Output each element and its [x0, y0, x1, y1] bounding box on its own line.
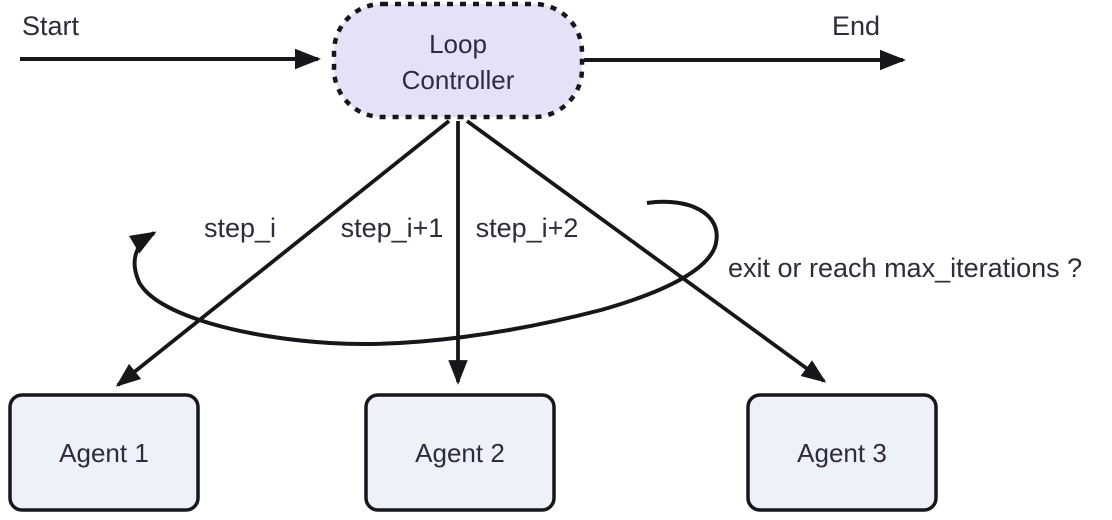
agent-2-label: Agent 2	[415, 438, 505, 468]
end-label: End	[832, 11, 880, 41]
agent-3-node: Agent 3	[746, 393, 938, 512]
agent-3-label: Agent 3	[797, 438, 887, 468]
label-step-i-plus-1: step_i+1	[341, 213, 444, 243]
agent-1-node: Agent 1	[8, 393, 200, 512]
loop-controller-shape	[331, 1, 585, 120]
start-label: Start	[22, 11, 80, 41]
agent-2-node: Agent 2	[364, 393, 556, 512]
agent-2-shape	[364, 393, 556, 512]
agent-3-shape	[746, 393, 938, 512]
loop-controller-label-line1: Loop	[429, 29, 487, 59]
loop-controller-label-line2: Controller	[402, 65, 515, 95]
loop-controller-node: Loop Controller	[331, 1, 585, 120]
label-step-i-plus-2: step_i+2	[476, 213, 579, 243]
edge-step-i-plus-2	[465, 119, 827, 383]
agent-1-shape	[8, 393, 200, 512]
edge-step-i	[115, 119, 451, 387]
label-loop-condition: exit or reach max_iterations ?	[728, 253, 1082, 283]
loop-back-arrow	[128, 199, 719, 346]
label-step-i: step_i	[204, 213, 276, 243]
agent-1-label: Agent 1	[59, 438, 149, 468]
